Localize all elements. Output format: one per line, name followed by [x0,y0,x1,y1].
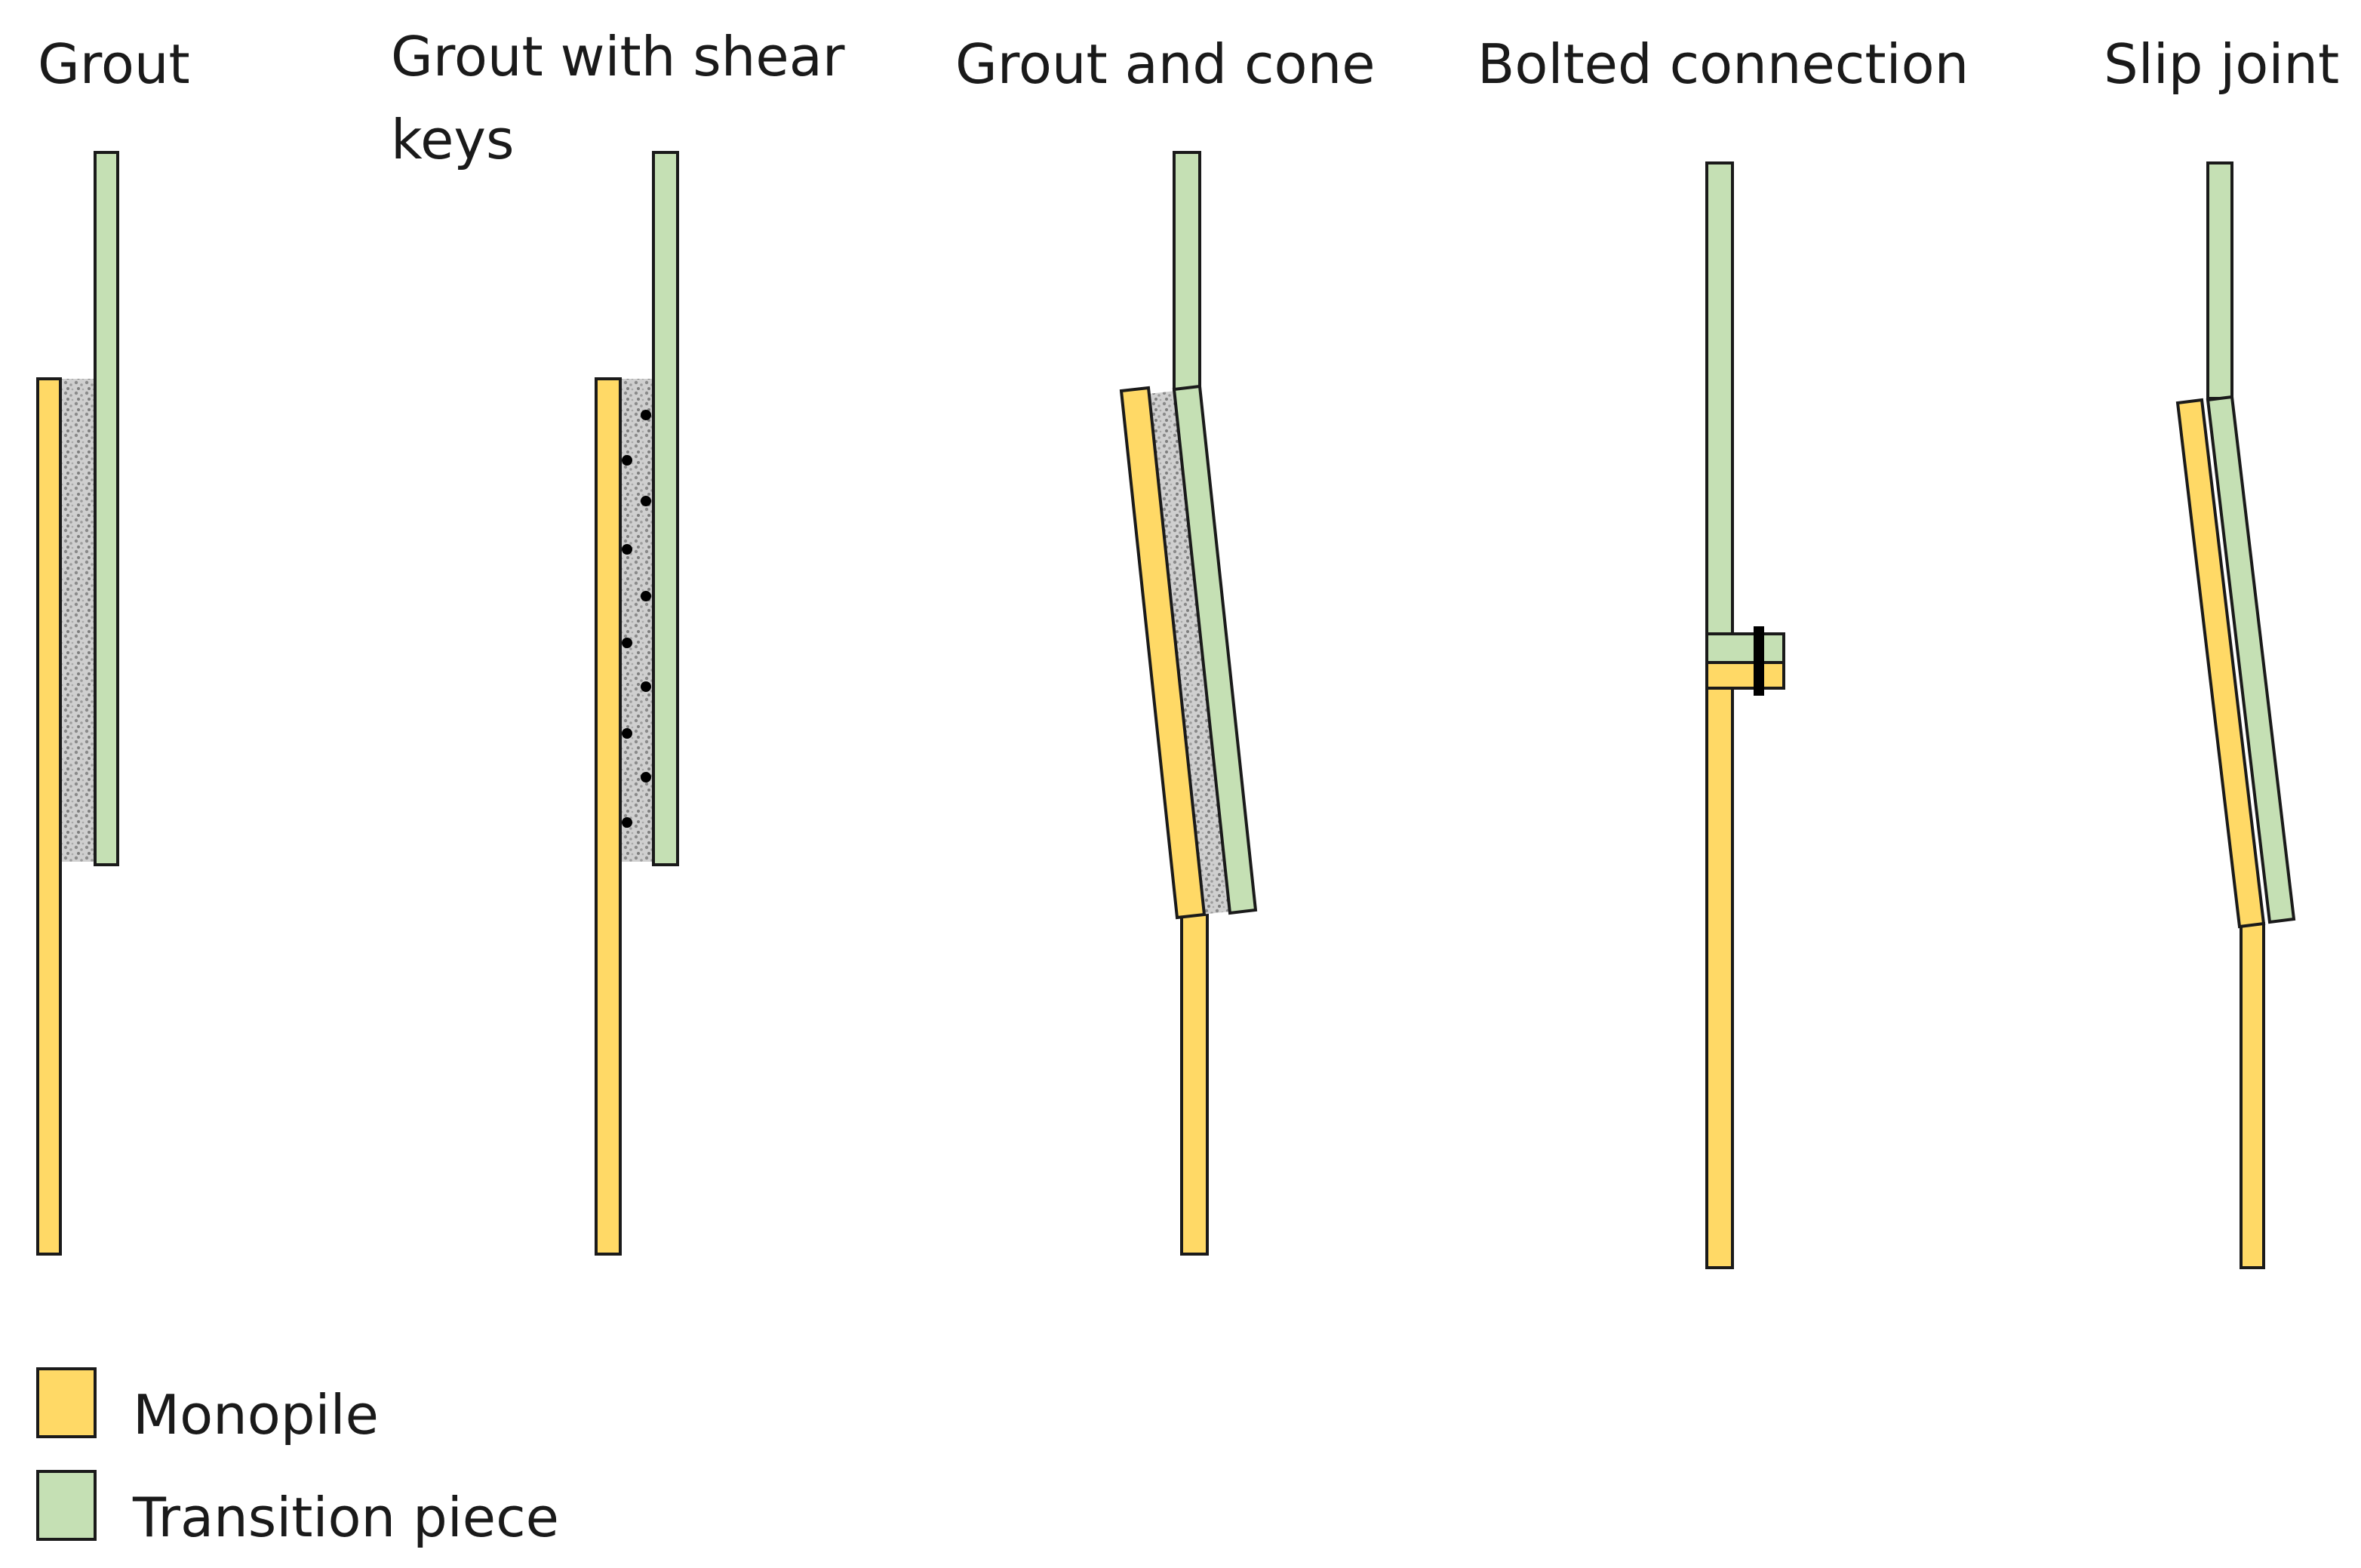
legend-label-monopile: Monopile [133,1383,379,1447]
transition-piece [1705,161,1734,637]
monopile-cone [1119,386,1207,920]
grout-fill [1148,391,1230,915]
panel-grout-cone [1119,151,1258,1256]
panel-grout [36,151,119,1256]
panel-title-slip-joint: Slip joint [2104,32,2339,96]
monopile-flange [1705,661,1785,690]
transition-piece-flange [1705,632,1785,664]
shear-key-mp [622,728,632,739]
transition-piece-cone [1172,384,1258,915]
shear-keys [622,410,651,828]
panel-title-grout-cone: Grout and cone [955,32,1376,96]
monopile [36,377,62,1256]
transition-piece-cone [2206,395,2296,924]
transition-piece [652,151,679,866]
panel-title-grout-shear-keys-line2: keys [391,108,515,171]
panel-slip-joint [2175,161,2296,1269]
shear-key-tp [641,772,651,782]
shear-key-tp [641,496,651,506]
shear-key-tp [641,410,651,420]
legend-swatch-monopile [36,1367,97,1438]
legend-label-transition-piece: Transition piece [132,1486,559,1549]
monopile-lower [2240,922,2265,1269]
shear-key-mp [622,638,632,648]
shear-key-tp [641,591,651,601]
monopile-lower [1180,912,1209,1256]
panel-grout-shear-keys [595,151,679,1256]
shear-key-mp [622,817,632,828]
transition-piece-upper [2206,161,2233,400]
transition-piece [94,151,119,866]
legend-swatch-transition-piece [36,1470,97,1541]
shear-key-mp [622,544,632,555]
grout-fill [60,379,95,862]
panel-title-grout-shear-keys-line1: Grout with shear [391,25,845,88]
grout-fill [620,379,653,862]
monopile [595,377,622,1256]
shear-key-mp [622,455,632,466]
legend: Monopile Transition piece [36,1367,559,1549]
monopile-cone [2175,398,2266,929]
panel-bolted [1705,161,1785,1269]
panel-title-grout: Grout [38,32,190,96]
monopile [1705,687,1734,1269]
panel-title-bolted: Bolted connection [1477,32,1969,96]
transition-piece-upper [1173,151,1201,395]
bolt [1754,626,1764,696]
shear-key-tp [641,681,651,692]
